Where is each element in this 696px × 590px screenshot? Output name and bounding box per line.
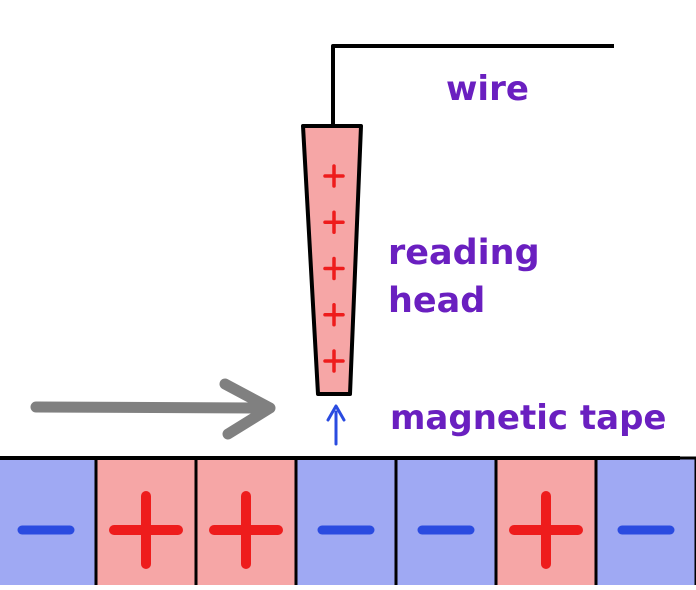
- wire-label: wire: [446, 69, 529, 109]
- head-charge-plus: [323, 256, 345, 281]
- head-charge-plus: [323, 210, 345, 234]
- reading-head: [301, 124, 363, 396]
- head-charge-plus: [323, 349, 345, 373]
- tape-segment-minus: [594, 456, 696, 590]
- magnetic-tape-label: magnetic tape: [390, 398, 667, 438]
- magnetic-tape: [0, 456, 696, 590]
- tape-segment-minus: [394, 456, 498, 590]
- reading-head-label-line1: reading: [388, 233, 540, 273]
- tape-segment-plus: [494, 456, 598, 590]
- reading-head-charges: [323, 164, 345, 373]
- wire-line: [331, 44, 614, 126]
- head-charge-plus: [323, 164, 345, 188]
- head-charge-plus: [323, 303, 345, 327]
- tape-segment-minus: [294, 456, 398, 590]
- tape-segment-plus: [194, 456, 298, 590]
- reading-head-label-line2: head: [388, 281, 486, 321]
- tape-segment-minus: [0, 456, 98, 590]
- read-direction-arrow: [326, 404, 346, 446]
- tape-motion-arrow: [30, 378, 276, 440]
- tape-segment-plus: [94, 456, 198, 590]
